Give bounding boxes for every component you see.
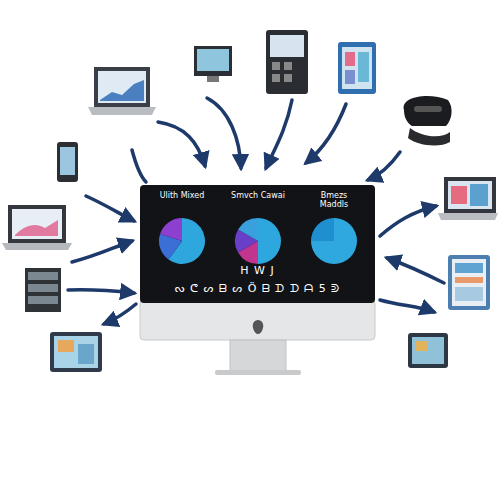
chart-heading: Ulith Mixed bbox=[146, 191, 218, 200]
server-icon bbox=[25, 268, 61, 312]
screen-text: H W J bbox=[140, 265, 375, 278]
tablet-icon bbox=[448, 255, 490, 310]
dashboard-screen: H W J ᔓ ᕦ ᔕ ᗷ ᔕ Ö ᗷ ᗪ ᗪ ᗩ 5 ᕲ Ulith Mixed S… bbox=[140, 185, 375, 303]
monitor-body bbox=[140, 300, 375, 375]
pie-chart bbox=[156, 215, 208, 267]
pie-slice bbox=[238, 218, 258, 241]
vr-headset-icon bbox=[404, 96, 452, 146]
chart-heading: Smvch Cawai bbox=[222, 191, 294, 200]
pie-slice bbox=[160, 218, 182, 241]
pie-slice bbox=[311, 218, 357, 264]
pie-chart bbox=[232, 215, 284, 267]
pie-slice bbox=[258, 218, 281, 264]
pie-slice bbox=[311, 218, 334, 241]
tablet-icon bbox=[50, 332, 102, 372]
tablet-icon bbox=[338, 42, 376, 94]
laptop-icon bbox=[2, 205, 72, 250]
tablet-icon bbox=[266, 30, 308, 94]
tablet-icon bbox=[408, 333, 448, 368]
chart-panel: Smvch Cawai bbox=[222, 191, 294, 265]
monitor-icon bbox=[194, 46, 232, 82]
flow-arrow bbox=[68, 98, 444, 324]
laptop-icon bbox=[88, 67, 156, 115]
pie-chart bbox=[308, 215, 360, 267]
chart-panel: Bmezs Maddls bbox=[298, 191, 370, 265]
phone-icon bbox=[57, 142, 78, 182]
screen-text: ᔓ ᕦ ᔕ ᗷ ᔕ Ö ᗷ ᗪ ᗪ ᗩ 5 ᕲ bbox=[140, 283, 375, 296]
laptop-icon bbox=[438, 177, 498, 220]
chart-panel: Ulith Mixed bbox=[146, 191, 218, 265]
chart-heading: Bmezs Maddls bbox=[298, 191, 370, 209]
